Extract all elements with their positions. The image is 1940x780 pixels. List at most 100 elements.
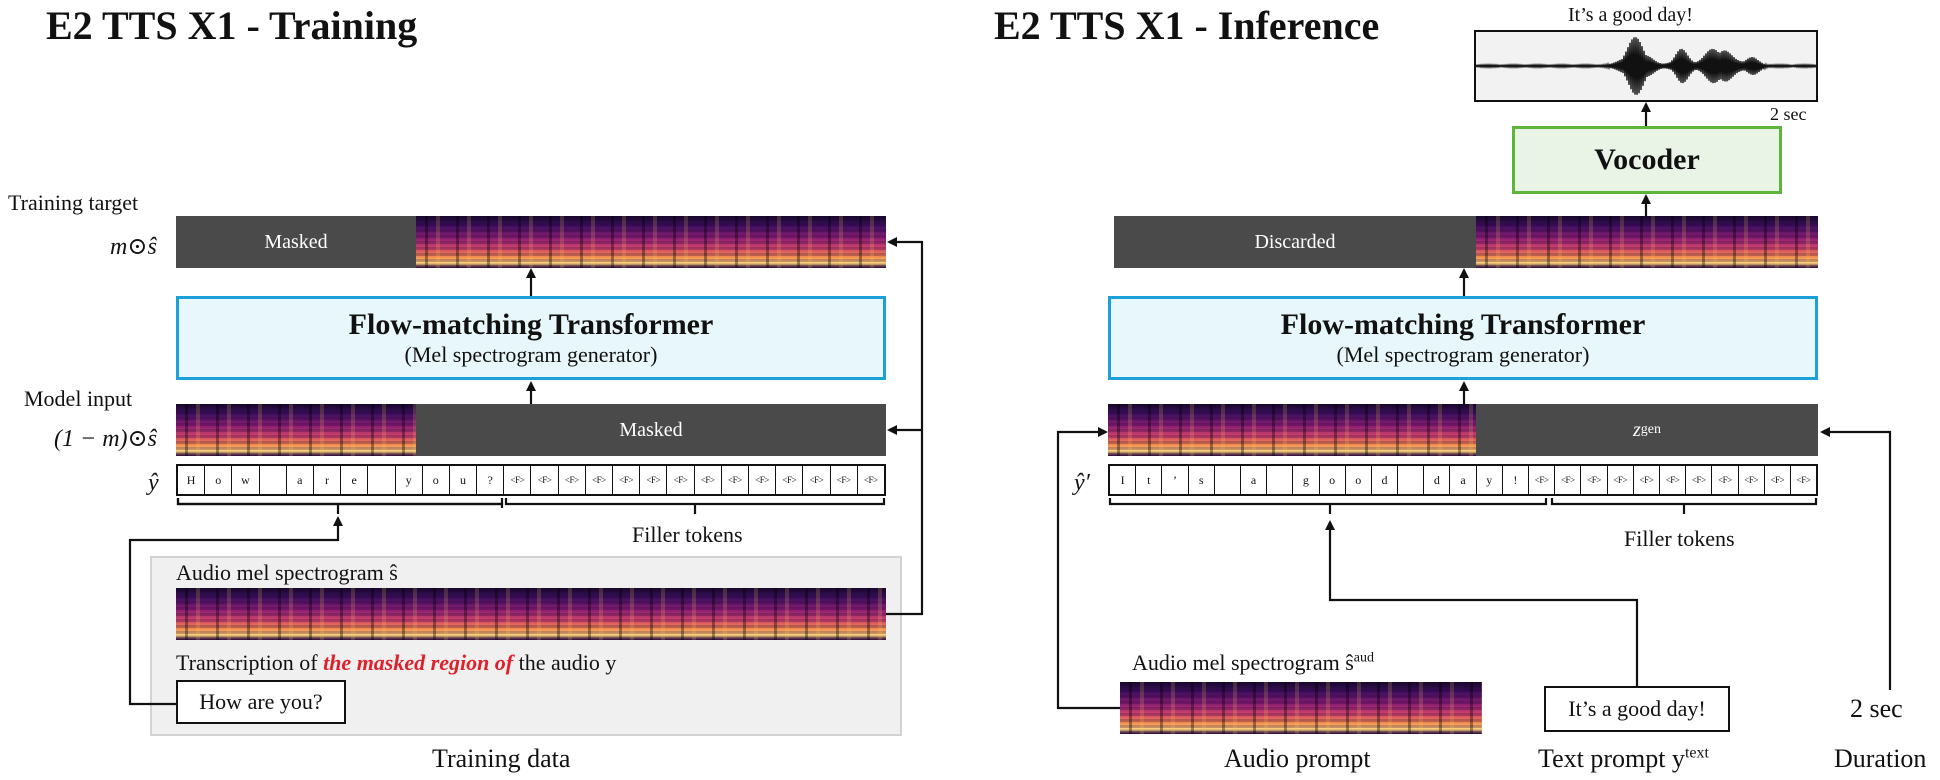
filler-token: <F> xyxy=(863,475,878,485)
text-token xyxy=(1267,466,1294,494)
filler-token: <F> xyxy=(1796,475,1811,485)
transcription-prefix: Transcription of xyxy=(176,650,324,675)
audio-prompt-spectrogram xyxy=(1120,682,1482,734)
discarded-region: Discarded xyxy=(1114,216,1476,268)
waveform-trace xyxy=(1475,37,1818,95)
training-data-caption: Training data xyxy=(432,744,571,773)
filler-token: <F> xyxy=(1660,466,1687,494)
filler-token: <F> xyxy=(586,466,613,494)
transcription-suffix: the audio y xyxy=(513,650,617,675)
arrow-audio-prompt-to-input xyxy=(1056,427,1120,710)
filler-token: <F> xyxy=(1634,466,1660,494)
inference-transformer-title: Flow-matching Transformer xyxy=(1280,308,1646,341)
input-masked-region: Masked xyxy=(416,404,886,456)
text-token xyxy=(260,466,287,494)
text-token: H xyxy=(178,466,206,494)
text-token: y xyxy=(1477,466,1503,494)
brace-filler-tokens xyxy=(504,498,886,514)
filler-token: <F> xyxy=(1581,466,1608,494)
duration-value: 2 sec xyxy=(1850,694,1903,723)
filler-token: <F> xyxy=(831,466,858,494)
waveform-box xyxy=(1474,30,1818,102)
text-token: e xyxy=(341,466,369,494)
text-token: s xyxy=(1189,466,1215,494)
training-transformer-title: Flow-matching Transformer xyxy=(348,308,714,341)
inference-transformer-subtitle: (Mel spectrogram generator) xyxy=(1336,342,1590,367)
target-masked-region: Masked xyxy=(176,216,416,268)
text-token: d xyxy=(1372,466,1399,494)
arrow-transcription-to-tokens xyxy=(128,516,343,706)
text-token: o xyxy=(1346,466,1372,494)
filler-token: <F> xyxy=(504,466,532,494)
brace-filler-tokens-inf xyxy=(1550,498,1818,514)
text-token: ? xyxy=(477,466,505,494)
arrow-text-prompt-to-tokens xyxy=(1325,520,1639,686)
vocoder-box: Vocoder xyxy=(1512,126,1782,194)
text-token: ! xyxy=(1503,466,1529,494)
brace-text-tokens-inf xyxy=(1108,498,1548,514)
filler-token: <F> xyxy=(1739,466,1765,494)
text-token: a xyxy=(287,466,314,494)
duration-caption: Duration xyxy=(1834,744,1927,773)
audio-prompt-label-text: Audio mel spectrogram ŝ xyxy=(1132,650,1354,675)
audio-prompt-caption: Audio prompt xyxy=(1224,744,1371,773)
data-audio-spectrogram xyxy=(176,588,886,640)
audio-prompt-label: Audio mel spectrogram ŝaud xyxy=(1132,650,1374,676)
target-spectrogram xyxy=(416,216,886,268)
text-token: o xyxy=(423,466,450,494)
training-title: E2 TTS X1 - Training xyxy=(46,3,418,48)
text-token: w xyxy=(232,466,260,494)
text-token: t xyxy=(1136,466,1163,494)
audio-prompt-sup: aud xyxy=(1353,650,1375,666)
text-token xyxy=(1215,466,1241,494)
data-audio-label: Audio mel spectrogram ŝ xyxy=(176,560,398,585)
filler-token: <F> xyxy=(559,466,586,494)
inference-tokens-math: ŷ′ xyxy=(1074,470,1090,496)
text-token xyxy=(368,466,396,494)
zgen-sup: gen xyxy=(1640,422,1661,437)
filler-token: <F> xyxy=(1765,466,1791,494)
text-token: a xyxy=(1241,466,1268,494)
waveform-caption: It’s a good day! xyxy=(1568,4,1693,26)
filler-token: <F> xyxy=(749,466,777,494)
arrow-duration-to-zgen xyxy=(1820,427,1892,690)
text-prompt-box: It’s a good day! xyxy=(1544,686,1730,732)
inference-filler-label: Filler tokens xyxy=(1624,526,1735,551)
prompt-spectrogram xyxy=(1108,404,1476,456)
text-prompt-sup: text xyxy=(1684,744,1709,762)
text-token xyxy=(1398,466,1425,494)
training-target-math: m⊙ŝ xyxy=(110,234,157,260)
text-prompt-caption: Text prompt ytext xyxy=(1538,744,1709,774)
filler-token: <F> xyxy=(640,466,668,494)
model-input-math: (1 − m)⊙ŝ xyxy=(54,426,157,452)
text-token: I xyxy=(1110,466,1137,494)
filler-token: <F> xyxy=(667,466,695,494)
text-token: u xyxy=(450,466,478,494)
training-target-label: Training target xyxy=(8,190,139,215)
text-token: g xyxy=(1293,466,1320,494)
text-token: o xyxy=(1320,466,1346,494)
training-filler-label: Filler tokens xyxy=(632,522,743,547)
text-token: o xyxy=(205,466,233,494)
filler-token: <F> xyxy=(803,466,831,494)
filler-token: <F> xyxy=(531,466,559,494)
filler-token: <F> xyxy=(695,466,722,494)
waveform-duration: 2 sec xyxy=(1770,104,1807,124)
transcription-text-box: How are you? xyxy=(176,680,346,724)
training-transformer-box: Flow-matching Transformer (Mel spectrogr… xyxy=(176,296,886,380)
model-input-label: Model input xyxy=(24,386,133,411)
arrow-audio-to-target xyxy=(886,237,924,616)
transcription-line: Transcription of the masked region of th… xyxy=(176,650,616,676)
filler-token: <F> xyxy=(1608,466,1634,494)
filler-token: <F> xyxy=(722,466,749,494)
inference-title: E2 TTS X1 - Inference xyxy=(994,3,1380,48)
brace-text-tokens-full xyxy=(176,498,504,514)
filler-token: <F> xyxy=(776,466,804,494)
filler-token: <F> xyxy=(1686,466,1713,494)
text-token: ’ xyxy=(1162,466,1189,494)
training-transformer-subtitle: (Mel spectrogram generator) xyxy=(404,342,658,367)
